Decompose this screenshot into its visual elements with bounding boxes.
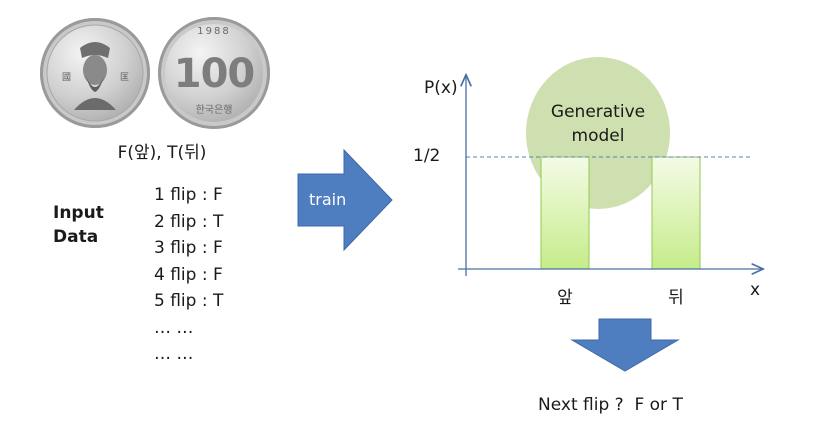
next-flip-question: Next flip ? F or T: [538, 395, 683, 415]
coin-year: 1988: [197, 26, 231, 37]
down-arrow: [570, 318, 680, 372]
category-label-back: 뒤: [668, 288, 684, 308]
flip-list: 1 flip : F 2 flip : T 3 flip : F 4 flip …: [154, 182, 223, 368]
train-arrow: [297, 148, 393, 252]
coin-numeral: 100: [173, 51, 256, 97]
list-item: … …: [154, 317, 194, 338]
bar-back: [651, 156, 701, 270]
svg-text:匡: 匡: [120, 72, 129, 83]
input-data-label: Input Data: [53, 203, 104, 247]
train-label: train: [309, 190, 347, 209]
category-label-front: 앞: [557, 288, 573, 308]
coin-front-image: 國 匡: [40, 18, 150, 128]
coin-bank-name: 한국은행: [195, 105, 233, 116]
svg-text:國: 國: [62, 72, 71, 83]
list-item: 4 flip : F: [154, 264, 223, 285]
half-tick-label: 1/2: [413, 146, 441, 166]
list-item: 2 flip : T: [154, 211, 224, 232]
x-axis-label: x: [750, 280, 761, 300]
list-item: 1 flip : F: [154, 185, 223, 205]
list-item: 5 flip : T: [154, 291, 224, 311]
list-item: … …: [154, 344, 194, 364]
coin-back-image: 1988 100 한국은행: [158, 17, 270, 129]
bar-front: [540, 156, 590, 270]
generative-model-label: Generative model: [550, 102, 646, 146]
admiral-portrait-icon: 國 匡: [46, 24, 144, 122]
y-axis-label: P(x): [424, 78, 458, 98]
list-item: 3 flip : F: [154, 238, 223, 258]
coin-caption: F(앞), T(뒤): [117, 143, 207, 163]
